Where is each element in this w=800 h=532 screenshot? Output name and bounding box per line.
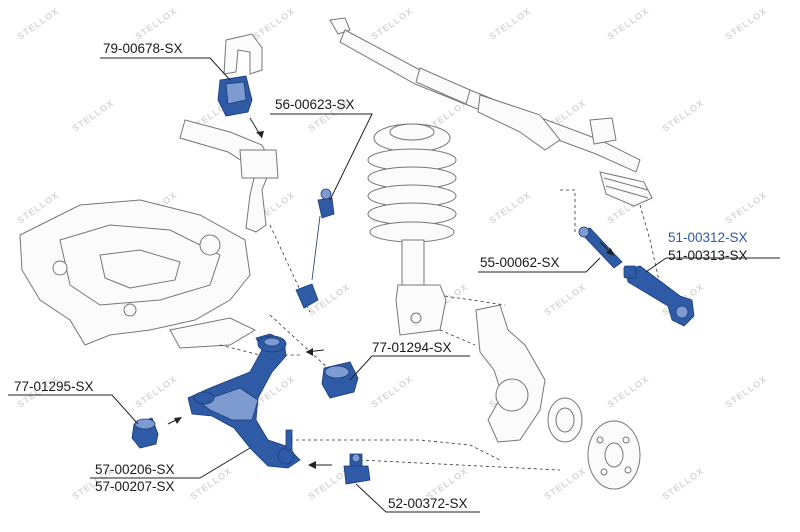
bracket-illustration — [223, 33, 263, 75]
watermark-mark: STELLOX — [542, 466, 587, 502]
label-57-00206: 57-00206-SX — [95, 462, 175, 477]
part-51-00312-tie-rod-end[interactable] — [623, 265, 695, 327]
svg-text:STELLOX: STELLOX — [542, 282, 587, 318]
steering-rack-illustration — [329, 17, 653, 207]
part-56-00623-stabilizer-link[interactable] — [295, 188, 335, 309]
svg-text:STELLOX: STELLOX — [369, 6, 414, 42]
watermark-mark: STELLOX — [605, 6, 650, 42]
part-79-00678-bushing[interactable] — [217, 75, 253, 117]
watermark-mark: STELLOX — [70, 98, 115, 134]
watermark-mark: STELLOX — [133, 374, 178, 410]
label-51-00312: 51-00312-SX — [668, 230, 748, 245]
assembly-guides — [219, 189, 661, 471]
label-79-00678: 79-00678-SX — [103, 41, 183, 56]
svg-text:STELLOX: STELLOX — [487, 190, 532, 226]
label-56-00623: 56-00623-SX — [275, 97, 355, 112]
svg-text:STELLOX: STELLOX — [15, 6, 60, 42]
part-55-00062-tie-rod[interactable] — [578, 226, 623, 269]
svg-text:STELLOX: STELLOX — [251, 6, 296, 42]
watermark-mark: STELLOX — [723, 374, 768, 410]
svg-text:STELLOX: STELLOX — [133, 6, 178, 42]
label-55-00062: 55-00062-SX — [480, 255, 560, 270]
watermark-mark: STELLOX — [15, 6, 60, 42]
part-77-01295-bushing[interactable] — [131, 417, 159, 449]
svg-text:STELLOX: STELLOX — [723, 374, 768, 410]
svg-text:STELLOX: STELLOX — [369, 374, 414, 410]
label-51-00313: 51-00313-SX — [668, 248, 748, 263]
svg-text:STELLOX: STELLOX — [723, 6, 768, 42]
stabilizer-bar-illustration — [179, 119, 279, 233]
svg-text:STELLOX: STELLOX — [133, 374, 178, 410]
watermark-mark: STELLOX — [660, 466, 705, 502]
subframe-illustration — [19, 199, 257, 349]
svg-text:STELLOX: STELLOX — [70, 98, 115, 134]
watermark-mark: STELLOX — [723, 6, 768, 42]
svg-text:STELLOX: STELLOX — [723, 190, 768, 226]
part-57-00206-control-arm[interactable] — [187, 333, 301, 469]
watermark-mark: STELLOX — [487, 190, 532, 226]
leader-lines — [8, 57, 780, 513]
assembly-arrows — [167, 117, 614, 469]
watermark-mark: STELLOX — [369, 374, 414, 410]
svg-text:STELLOX: STELLOX — [605, 374, 650, 410]
svg-text:STELLOX: STELLOX — [487, 6, 532, 42]
svg-text:STELLOX: STELLOX — [660, 466, 705, 502]
svg-text:STELLOX: STELLOX — [605, 6, 650, 42]
watermark-mark: STELLOX — [660, 98, 705, 134]
watermark-mark: STELLOX — [605, 374, 650, 410]
watermark-mark: STELLOX — [723, 190, 768, 226]
watermark-mark: STELLOX — [133, 6, 178, 42]
part-labels: 79-00678-SX 56-00623-SX 55-00062-SX 51-0… — [14, 41, 748, 511]
watermark-mark: STELLOX — [542, 282, 587, 318]
watermark-mark: STELLOX — [487, 6, 532, 42]
knuckle-hub-illustration — [475, 304, 641, 490]
part-52-00372-ball-joint[interactable] — [343, 453, 371, 485]
label-57-00207: 57-00207-SX — [95, 479, 175, 494]
svg-text:STELLOX: STELLOX — [542, 466, 587, 502]
watermark-mark: STELLOX — [251, 6, 296, 42]
label-52-00372: 52-00372-SX — [388, 496, 468, 511]
label-77-01295: 77-01295-SX — [14, 379, 94, 394]
watermark-mark: STELLOX — [369, 6, 414, 42]
strut-spring-illustration — [367, 123, 457, 336]
label-77-01294: 77-01294-SX — [372, 340, 452, 355]
part-77-01294-bushing[interactable] — [321, 361, 359, 399]
svg-text:STELLOX: STELLOX — [660, 98, 705, 134]
